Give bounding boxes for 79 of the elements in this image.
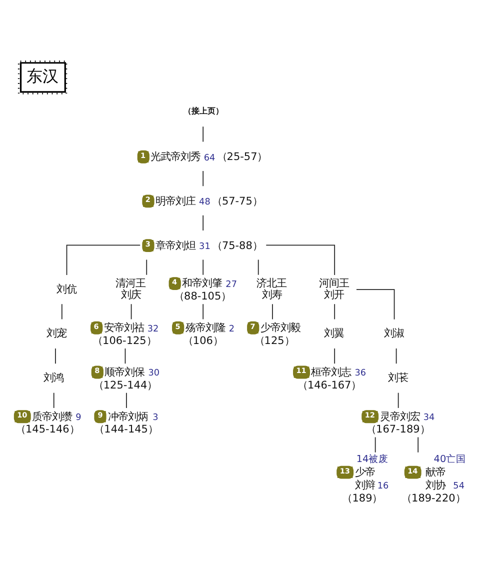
node-label: （144-145） bbox=[94, 424, 158, 436]
node-label: 桓帝刘志 bbox=[311, 366, 352, 378]
node-label: （106） bbox=[182, 334, 223, 347]
node-label: 殇帝刘隆 bbox=[185, 322, 226, 334]
node-text: 刘伉 bbox=[56, 283, 76, 296]
node-label: （146-167） bbox=[297, 379, 362, 392]
node-label: 安帝刘祜 bbox=[104, 322, 144, 334]
node-text: 刘苌 bbox=[388, 372, 408, 384]
node-label: （189-220） bbox=[402, 492, 466, 504]
node-label: 36 bbox=[354, 368, 366, 379]
node-label: 刘辩 bbox=[354, 479, 375, 492]
node-label: 刘协 bbox=[426, 479, 446, 492]
connector bbox=[130, 304, 132, 320]
node-label: （25-57） bbox=[216, 151, 268, 164]
connector bbox=[266, 244, 336, 276]
connector bbox=[398, 392, 399, 408]
node-label: 32 bbox=[147, 324, 159, 334]
node-label: 光武帝刘秀 bbox=[150, 151, 201, 164]
connector bbox=[202, 170, 204, 187]
node-label: 和帝刘肇 bbox=[182, 278, 222, 290]
connector bbox=[258, 259, 259, 276]
node-label: 54 bbox=[453, 482, 464, 492]
node-label: 30 bbox=[148, 368, 160, 379]
connector bbox=[126, 392, 127, 408]
node-text: 刘翼 bbox=[324, 328, 344, 340]
connector bbox=[272, 304, 273, 320]
node-text: （接上页） bbox=[183, 106, 224, 116]
node-label: 献帝 bbox=[426, 466, 446, 478]
node-label: 27 bbox=[226, 280, 237, 290]
node-text: 清河王 刘庆 bbox=[116, 278, 146, 301]
node-label: 冲帝刘炳 bbox=[108, 410, 148, 423]
connector bbox=[334, 304, 336, 320]
connector bbox=[61, 304, 62, 320]
node-label: 14被废 bbox=[356, 454, 389, 465]
node-label: 48 bbox=[199, 198, 210, 208]
node-label: 16 bbox=[377, 482, 389, 492]
connector bbox=[396, 348, 397, 364]
node-label: 34 bbox=[423, 413, 435, 424]
node-label: 2 bbox=[228, 324, 235, 334]
connector bbox=[53, 392, 54, 408]
node-text: 济北王 刘寿 bbox=[256, 278, 287, 301]
node-label: 灵帝刘宏 bbox=[380, 410, 420, 423]
node-text: 刘淑 bbox=[384, 328, 404, 340]
connector bbox=[55, 348, 56, 364]
node-label: 少帝刘毅 bbox=[260, 322, 300, 334]
node-label: 9 bbox=[76, 413, 82, 424]
connector bbox=[202, 126, 204, 142]
node-label: 31 bbox=[199, 242, 210, 252]
connector bbox=[202, 214, 204, 231]
node-label: （125-144） bbox=[93, 379, 158, 392]
node-label: （57-75） bbox=[212, 195, 262, 208]
node-label: 明帝刘庄 bbox=[155, 195, 196, 208]
node-label: 64 bbox=[204, 153, 216, 164]
node-label: （75-88） bbox=[212, 240, 262, 252]
node-label: （189） bbox=[342, 492, 382, 504]
diagram-title: 东汉 bbox=[26, 66, 58, 86]
node-label: 少帝 bbox=[354, 466, 375, 478]
connector bbox=[202, 259, 204, 276]
node-text: 刘宠 bbox=[46, 328, 67, 340]
connector bbox=[418, 436, 419, 453]
connector bbox=[202, 304, 204, 320]
connector bbox=[146, 259, 148, 276]
node-label: 章帝刘炟 bbox=[155, 240, 196, 252]
connector bbox=[66, 244, 141, 276]
connector bbox=[374, 436, 376, 453]
node-label: 3 bbox=[152, 413, 158, 424]
node-label: （125） bbox=[254, 334, 294, 347]
node-label: （88-105） bbox=[174, 290, 232, 303]
node-label: （145-146） bbox=[16, 424, 80, 436]
node-label: 40亡国 bbox=[434, 454, 466, 465]
node-text: 刘鸿 bbox=[43, 372, 64, 384]
node-text: 河间王 刘开 bbox=[318, 278, 349, 301]
connector bbox=[124, 348, 126, 364]
node-label: 顺帝刘保 bbox=[104, 366, 145, 378]
node-label: （167-189） bbox=[366, 424, 430, 436]
node-label: （106-125） bbox=[92, 334, 156, 347]
connector bbox=[334, 348, 336, 364]
node-label: 质帝刘缵 bbox=[32, 410, 72, 423]
connector bbox=[356, 289, 395, 320]
